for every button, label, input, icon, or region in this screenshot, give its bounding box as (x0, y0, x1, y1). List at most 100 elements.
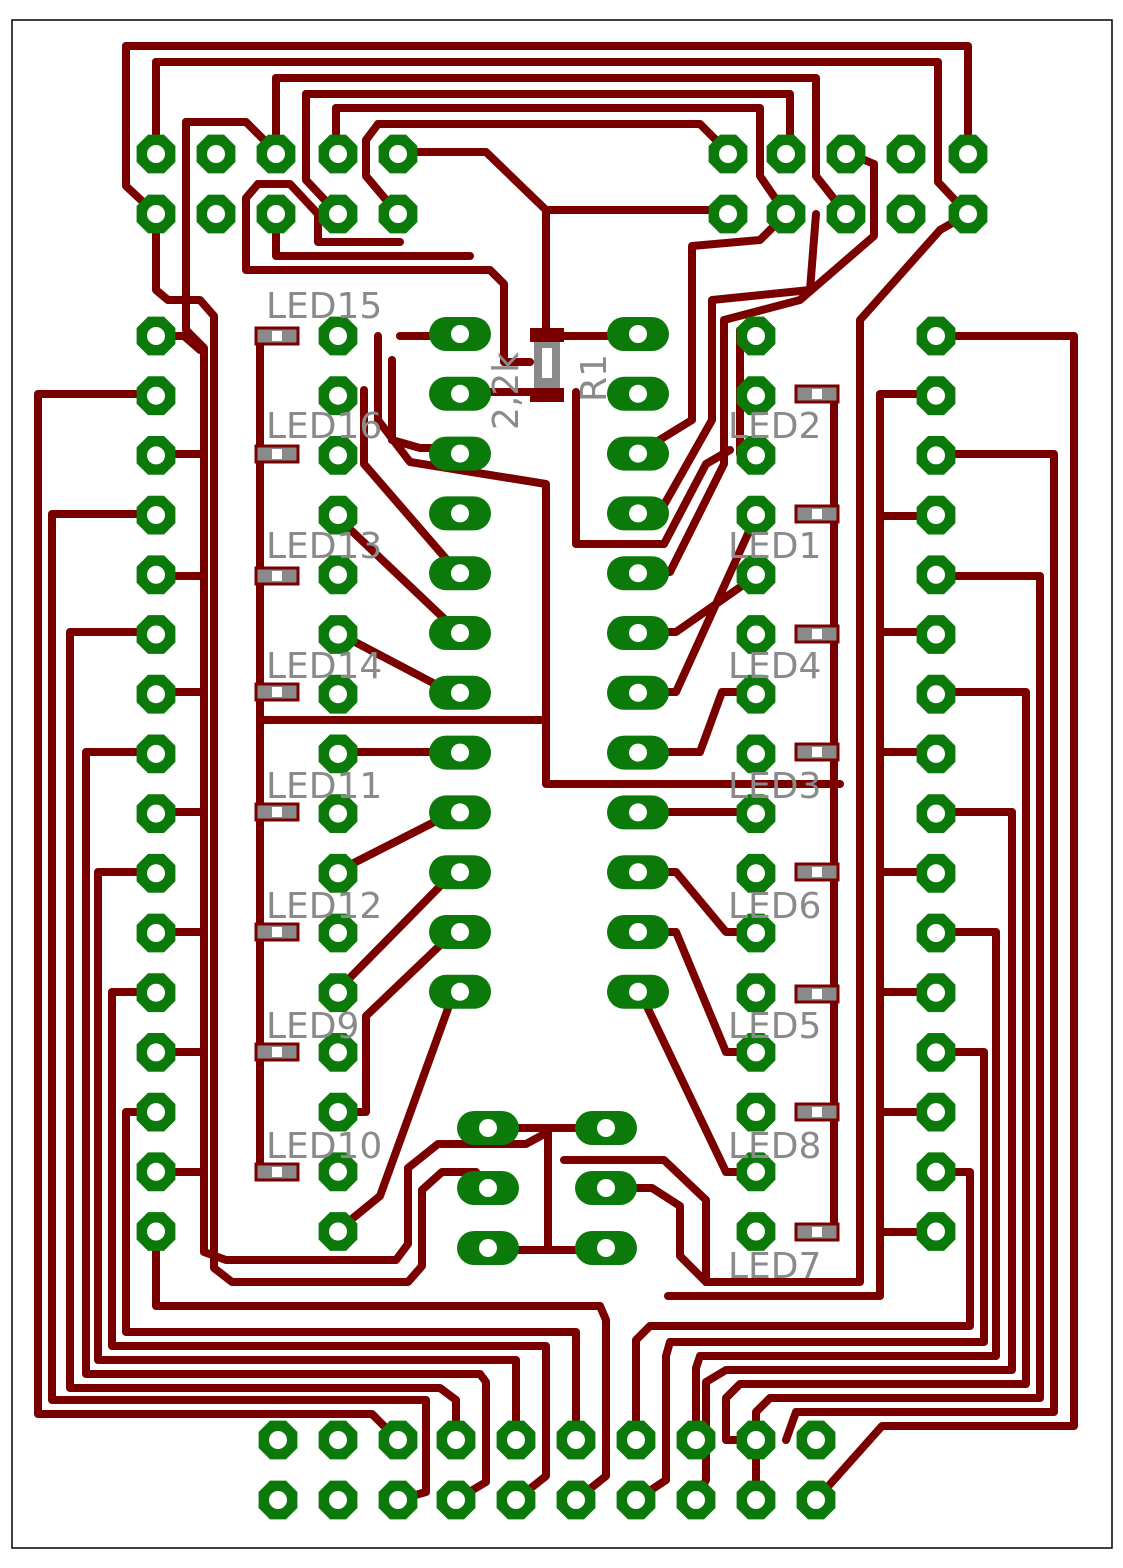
top-header-pad (196, 194, 236, 234)
top-header-pad (948, 194, 988, 234)
led-left-pad (318, 436, 358, 475)
ic-right-pad (607, 496, 669, 531)
left-column-pad (136, 316, 176, 356)
ic-right-pad (607, 616, 669, 650)
led-smd-right (794, 504, 840, 524)
label-led5: LED5 (728, 1006, 821, 1047)
top-header-pad (766, 134, 806, 174)
led-left-pad (318, 316, 358, 356)
led-smd-left (254, 922, 300, 942)
led-smd-right (794, 862, 840, 882)
left-column-pad (136, 1033, 176, 1072)
ic-left-pad (429, 675, 491, 710)
top-header-pad (318, 194, 358, 234)
ic-left-pad (429, 855, 491, 890)
ic-right-pad (607, 556, 669, 591)
bottom-header-pad (796, 1480, 836, 1520)
bottom-header-pad (496, 1420, 536, 1460)
label-led13: LED13 (266, 526, 382, 567)
top-header-pad (886, 134, 926, 174)
left-column-pad (136, 1212, 176, 1251)
right-column-pad (916, 555, 956, 595)
bottom-header-pad (378, 1420, 418, 1460)
led-right-pad (736, 853, 776, 893)
right-column-pad (916, 1152, 956, 1192)
label-led9: LED9 (266, 1006, 359, 1047)
bottom-header-pad (616, 1480, 656, 1520)
label-led6: LED6 (728, 886, 821, 927)
led-right-pad (736, 1212, 776, 1251)
bottom-header-pad (736, 1480, 776, 1520)
ic-left-pad (429, 317, 491, 351)
top-header-pad (886, 194, 926, 234)
left-column-pad (136, 674, 176, 714)
led-smd-left (254, 326, 300, 346)
left-column-pad (136, 615, 176, 654)
left-column-pad (136, 973, 176, 1013)
through-hole-pads (136, 134, 988, 1520)
silkscreen-labels: LED15 LED16 LED13 LED14 LED11 LED12 LED9… (266, 286, 821, 1287)
ic-left-pad (429, 496, 491, 531)
left-column-pad (136, 913, 176, 953)
resistor-r1 (530, 328, 564, 402)
ic-left-pad (429, 376, 491, 411)
led-left-pad (318, 555, 358, 595)
ic-lower-pad (575, 1111, 637, 1145)
led-right-pad (736, 674, 776, 714)
led-right-pad (736, 794, 776, 833)
led-smd-left (254, 444, 300, 464)
led-left-pad (318, 495, 358, 535)
bottom-header-pad (556, 1420, 596, 1460)
top-header-pad (708, 194, 748, 234)
bottom-header-pad (556, 1480, 596, 1520)
led-right-pad (736, 615, 776, 654)
label-led10: LED10 (266, 1126, 382, 1167)
led-right-pad (736, 376, 776, 416)
led-right-pad (736, 555, 776, 595)
led-right-pad (736, 495, 776, 535)
led-right-pad (736, 436, 776, 475)
led-left-pad (318, 973, 358, 1013)
top-header-pad (766, 194, 806, 234)
ic-left-pad (429, 436, 491, 471)
ic-lower-pad (457, 1171, 519, 1205)
led-smd-left (254, 566, 300, 586)
led-smd-left (254, 682, 300, 702)
top-header-pad (378, 194, 418, 234)
right-column-pad (916, 674, 956, 714)
led-left-pad (318, 853, 358, 893)
left-column-pad (136, 376, 176, 416)
top-header-pad (136, 134, 176, 174)
ic-lower-pad (575, 1231, 637, 1265)
bottom-header-pad (378, 1480, 418, 1520)
bottom-header-pad (736, 1420, 776, 1460)
ic-right-pad (607, 795, 669, 830)
top-header-pad (826, 194, 866, 234)
led-smd-right (794, 384, 840, 404)
right-column-pad (916, 495, 956, 535)
ic-right-pad (607, 855, 669, 890)
ic-left-pad (429, 915, 491, 949)
ic-right-pad (607, 675, 669, 710)
ic-left-pad (429, 616, 491, 650)
label-led7: LED7 (728, 1246, 821, 1287)
top-header-pad (136, 194, 176, 234)
led-left-pad (318, 376, 358, 416)
ic-right-pad (607, 317, 669, 351)
led-right-pad (736, 316, 776, 356)
led-right-pad (736, 734, 776, 774)
led-left-pad (318, 1152, 358, 1192)
label-led12: LED12 (266, 886, 382, 927)
label-led11: LED11 (266, 766, 382, 807)
label-led4: LED4 (728, 646, 821, 687)
led-left-pad (318, 674, 358, 714)
label-led2: LED2 (728, 406, 821, 447)
led-smd-right (794, 1102, 840, 1122)
ic-lower-pad (457, 1231, 519, 1265)
led-left-pad (318, 1212, 358, 1251)
right-column-pad (916, 913, 956, 953)
top-header-pad (708, 134, 748, 174)
led-left-pad (318, 913, 358, 953)
ic-left-pad (429, 556, 491, 591)
led-left-pad (318, 1092, 358, 1132)
